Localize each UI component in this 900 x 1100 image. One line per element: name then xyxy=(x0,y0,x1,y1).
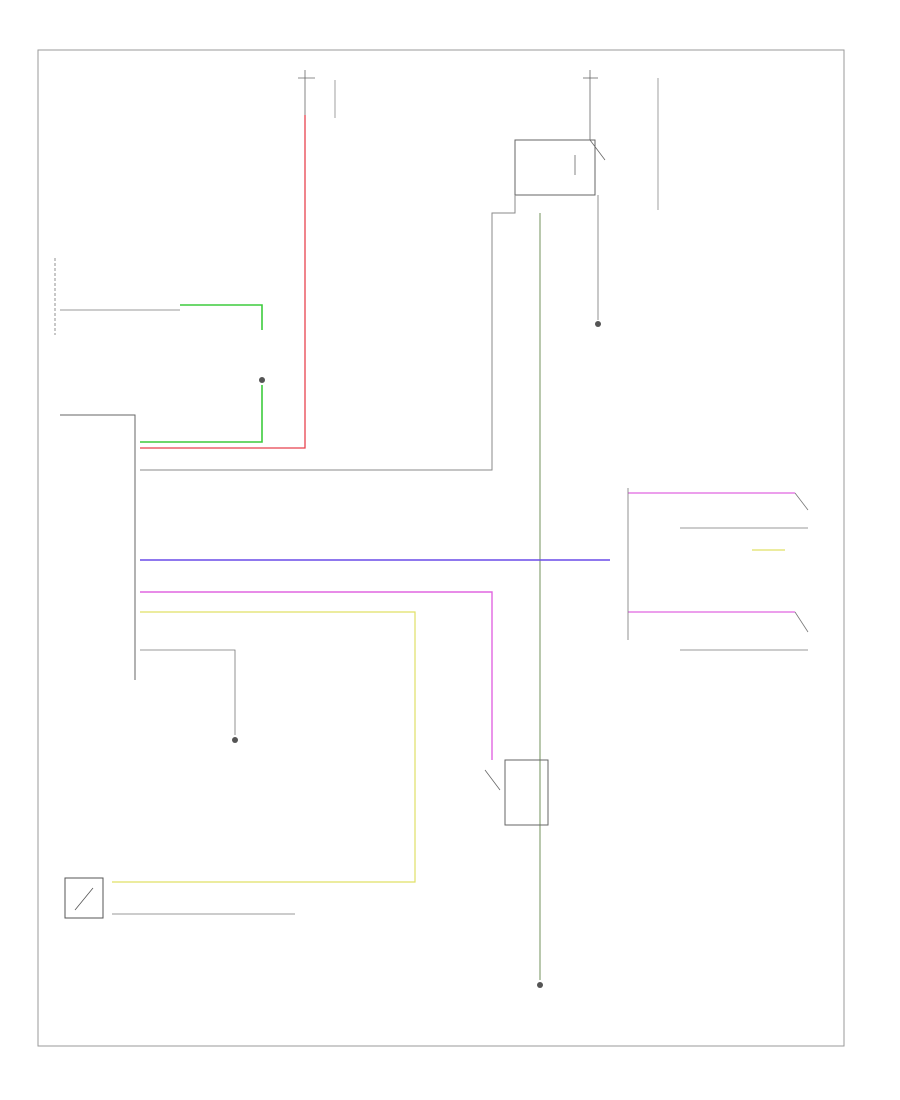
switch-bottom-left xyxy=(64,877,295,919)
wire-yellow xyxy=(112,611,416,883)
wire-green-lower xyxy=(140,385,263,443)
wire-green xyxy=(180,304,263,330)
top-right-fuse xyxy=(583,70,659,210)
ground-bcm xyxy=(140,649,238,743)
relay-bottom xyxy=(484,759,549,826)
diagram-frame xyxy=(37,49,845,1047)
body-control-module xyxy=(60,414,136,680)
ground-relay xyxy=(595,195,601,327)
instrument-cluster xyxy=(54,258,180,335)
splice-green xyxy=(259,377,265,383)
wire-gray xyxy=(140,195,516,471)
wire-pink xyxy=(140,591,493,760)
ground-bottom xyxy=(537,982,543,988)
top-left-fuse xyxy=(298,70,336,118)
switch-right-bottom xyxy=(680,611,809,651)
relay-top xyxy=(514,139,606,196)
switch-right-top xyxy=(627,488,809,640)
wire-red xyxy=(140,115,306,449)
